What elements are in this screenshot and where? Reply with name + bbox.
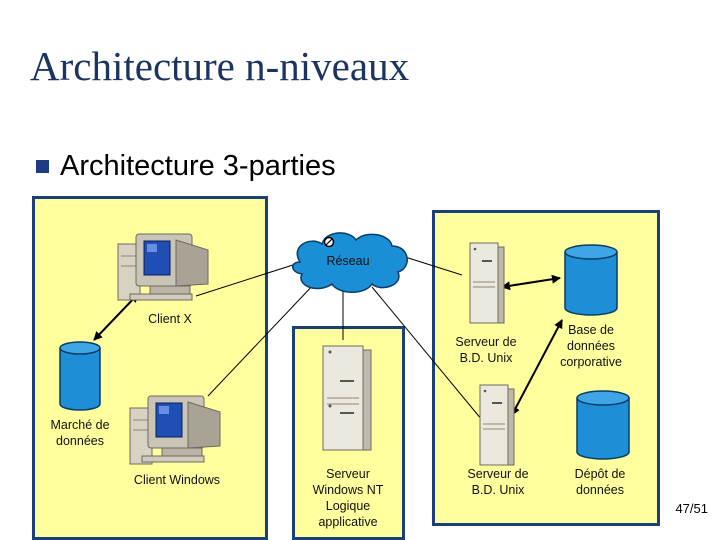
unix-server-2-icon bbox=[479, 384, 515, 466]
corporate-database-icon bbox=[564, 244, 618, 316]
client-windows-label: Client Windows bbox=[133, 473, 221, 487]
network-cloud-icon bbox=[292, 232, 408, 293]
connection-lines bbox=[195, 255, 483, 421]
line-network-unix2 bbox=[371, 286, 483, 421]
line-clientx-network bbox=[195, 263, 297, 297]
line-clientwin-network bbox=[207, 281, 317, 397]
bullet-text: Architecture 3-parties bbox=[60, 150, 336, 182]
corp-db-label: Base de données corporative bbox=[560, 323, 622, 369]
repository-label: Dépôt de données bbox=[574, 467, 626, 497]
client-x-label: Client X bbox=[148, 312, 192, 326]
datamart-label: Marché de données bbox=[50, 418, 110, 448]
page-number: 47/51 bbox=[675, 501, 708, 516]
arrow-clientx-datamart bbox=[93, 293, 139, 341]
arrows bbox=[93, 274, 563, 416]
nt-server-label: Serveur Windows NT Logique applicative bbox=[312, 467, 384, 529]
unix-server-1-icon bbox=[469, 242, 505, 324]
datamart-database-icon bbox=[59, 341, 101, 411]
repository-database-icon bbox=[576, 390, 630, 460]
arrow-unix1-corpdb bbox=[501, 274, 561, 291]
unix-server-1-label: Serveur de B.D. Unix bbox=[455, 335, 517, 365]
client-x-computer-icon bbox=[117, 233, 209, 301]
nt-server-tower-icon bbox=[322, 345, 372, 451]
network-label: Réseau bbox=[326, 254, 370, 268]
arrow-corpdb-unix2 bbox=[511, 319, 563, 416]
client-windows-computer-icon bbox=[129, 395, 221, 465]
unix-server-2-label: Serveur de B.D. Unix bbox=[467, 467, 529, 497]
bullet-square-icon bbox=[36, 160, 49, 173]
line-network-unix1 bbox=[401, 255, 463, 276]
slide-title: Architecture n-niveaux bbox=[30, 43, 410, 89]
